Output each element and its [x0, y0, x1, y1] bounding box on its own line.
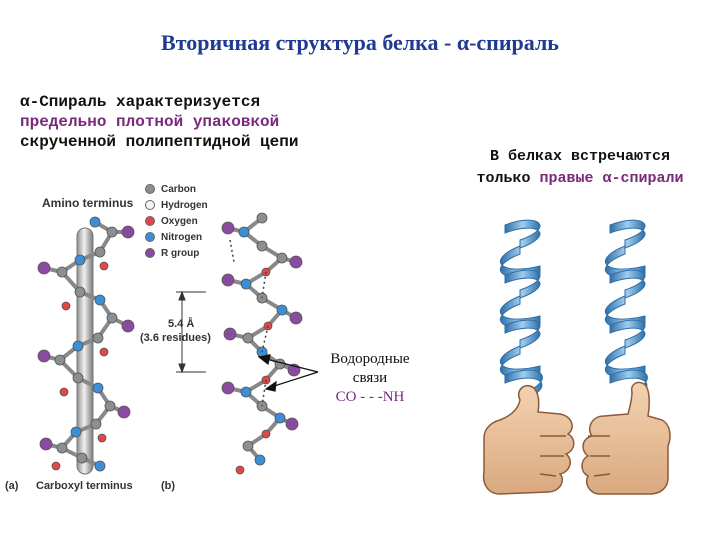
hbond-line-1: Водородные	[330, 351, 410, 367]
nitrogen-swatch	[145, 232, 155, 242]
legend-row: Oxygen	[145, 213, 208, 229]
legend-row: Carbon	[145, 181, 208, 197]
bonds-panel-a	[42, 220, 130, 468]
atom-legend: Carbon Hydrogen Oxygen Nitrogen R group	[145, 181, 208, 261]
right-helix-note: В белках встречаются только правые α-спи…	[455, 146, 705, 190]
legend-label: Nitrogen	[161, 231, 203, 243]
atoms-panel-b	[221, 212, 303, 475]
r-group-swatch	[145, 248, 155, 258]
hydrogen-bond-label: Водородные связи CO - - -NH	[318, 350, 422, 407]
legend-row: Nitrogen	[145, 229, 208, 245]
left-hand-icon	[482, 384, 575, 495]
carboxyl-terminus-label: Carboxyl terminus	[36, 480, 133, 492]
right-hand-icon	[581, 381, 671, 495]
right-note-line-2: только правые α-спирали	[455, 168, 705, 190]
description-line-2: предельно плотной упаковкой	[20, 113, 280, 131]
right-note-line-1: В белках встречаются	[489, 148, 671, 165]
description-text: α-Спираль характеризуется предельно плот…	[20, 92, 340, 152]
legend-row: Hydrogen	[145, 197, 208, 213]
hbond-line-3: CO - - -NH	[335, 389, 405, 405]
description-line-1: α-Спираль характеризуется	[20, 93, 261, 111]
oxygen-swatch	[145, 216, 155, 226]
amino-terminus-label: Amino terminus	[42, 196, 134, 210]
left-helix-ribbon	[499, 219, 543, 399]
hydrogen-bond-dashes	[229, 239, 269, 407]
hydrogen-swatch	[145, 200, 155, 210]
pitch-dimension	[176, 290, 206, 374]
hbond-arrows	[257, 354, 319, 392]
carbon-swatch	[145, 184, 155, 194]
legend-label: Hydrogen	[161, 199, 208, 211]
legend-label: Oxygen	[161, 215, 198, 227]
slide-title: Вторичная структура белка - α-спираль	[161, 30, 559, 55]
panel-a-label: (a)	[5, 480, 19, 492]
legend-row: R group	[145, 245, 208, 261]
legend-label: Carbon	[161, 183, 196, 195]
right-helix-ribbon	[604, 219, 648, 399]
panel-b-label: (b)	[161, 480, 176, 492]
residues-label: (3.6 residues)	[140, 332, 211, 344]
right-note-prefix: только	[476, 170, 540, 187]
legend-label: R group	[161, 247, 200, 259]
atoms-panel-a	[37, 216, 135, 472]
hbond-line-2: связи	[352, 370, 388, 386]
pitch-label: 5.4 Å	[168, 318, 195, 330]
right-note-highlight: правые α-спирали	[539, 170, 684, 187]
description-line-3: скрученной полипептидной цепи	[20, 133, 299, 151]
